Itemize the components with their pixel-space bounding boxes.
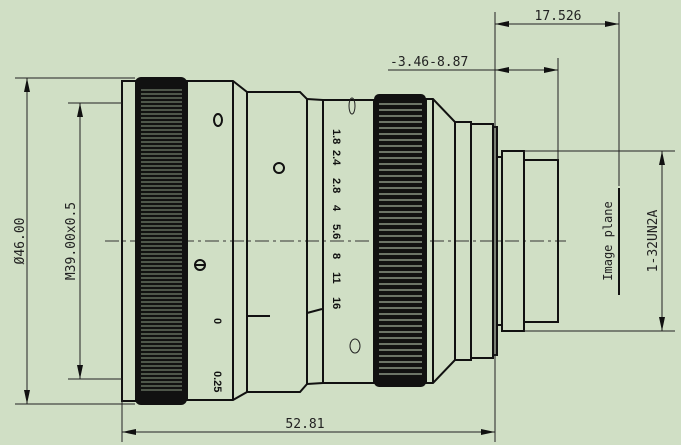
focus-knurl-grooves — [141, 89, 182, 391]
mount-thread-tube — [523, 159, 559, 323]
screw-mark-icon — [213, 113, 223, 127]
aperture-value: 5.6 — [330, 224, 342, 239]
aperture-value: 2.4 — [330, 150, 342, 166]
flange-distance-label: 17.526 — [535, 9, 582, 24]
aperture-knurl-ring — [374, 94, 426, 387]
index-oval-icon — [349, 338, 361, 354]
back-focus-label: -3.46-8.87 — [390, 55, 468, 70]
aperture-knurl-grooves — [379, 103, 422, 375]
index-oval-icon — [348, 97, 356, 115]
mount-thread-label: 1-32UN2A — [646, 210, 661, 273]
aperture-value: 2.8 — [330, 178, 342, 193]
focus-knurl-ring — [135, 77, 187, 405]
aperture-scale: 1.8 2.4 2.8 4 5.6 8 11 16 — [330, 129, 342, 309]
aperture-value: 11 — [330, 272, 342, 284]
dimension-length: 52.81 — [121, 12, 496, 442]
filter-thread-label: M39.00x0.5 — [64, 202, 79, 280]
mid-barrel — [247, 91, 308, 393]
aperture-index-line — [306, 308, 323, 314]
focus-value: 0 — [211, 318, 223, 324]
diameter-label: Ø46.00 — [13, 218, 28, 265]
dimension-mount-thread: 1-32UN2A — [524, 150, 675, 332]
dimension-flange-distance: 17.526 Image plane — [495, 9, 620, 295]
aperture-value: 4 — [330, 205, 342, 212]
dimension-back-focus: -3.46-8.87 — [388, 55, 559, 160]
focus-value: 0.25 — [211, 371, 223, 392]
length-label: 52.81 — [285, 417, 324, 432]
screw-mark-icon — [273, 162, 285, 174]
dimension-filter-thread: M39.00x0.5 — [64, 102, 122, 380]
aperture-value: 16 — [330, 297, 342, 309]
aperture-value: 8 — [330, 253, 342, 259]
aperture-value: 1.8 — [330, 129, 342, 144]
dimension-diameter: Ø46.00 — [13, 77, 135, 405]
image-plane-label: Image plane — [601, 201, 615, 280]
